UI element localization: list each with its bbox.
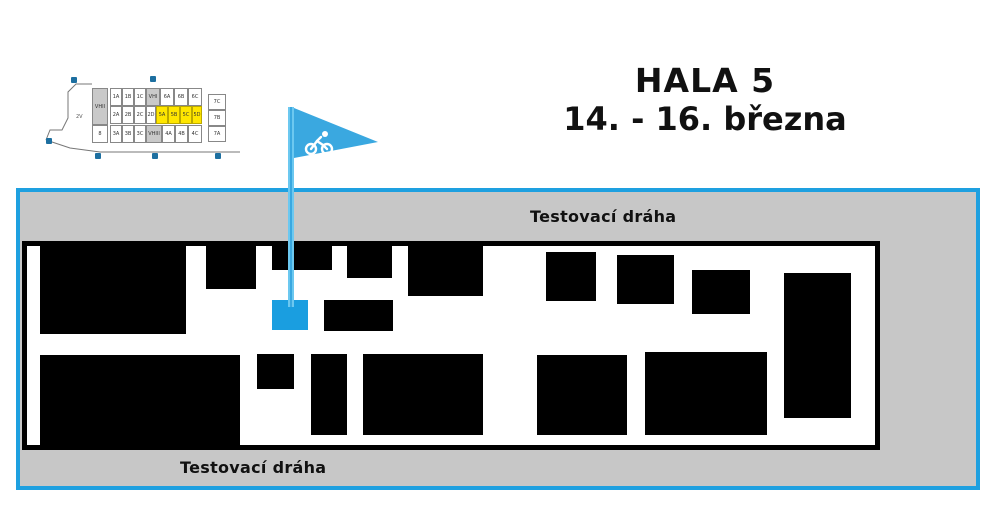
mini-map-cell: VHI	[146, 88, 160, 106]
mini-map-cell: 7A	[208, 126, 226, 142]
mini-map-cell: 4B	[175, 125, 188, 143]
mini-map-cell: 3A	[110, 125, 122, 143]
test-track-label-bottom: Testovací dráha	[180, 458, 327, 477]
entrance-icon	[46, 138, 52, 144]
mini-map-cell: 2B	[122, 106, 134, 124]
booth[interactable]	[40, 246, 186, 334]
mini-map-cell-highlight: 5C	[180, 106, 192, 124]
booth[interactable]	[617, 255, 674, 304]
booth[interactable]	[347, 246, 392, 278]
booth[interactable]	[363, 354, 483, 435]
booth[interactable]	[257, 354, 294, 389]
booth[interactable]	[324, 300, 393, 331]
mini-map-cell-highlight: 5A	[156, 106, 168, 124]
mini-map-cell: 3C	[134, 125, 146, 143]
entrance-icon	[215, 153, 221, 159]
entrance-icon	[95, 153, 101, 159]
mini-map-cell: 3B	[122, 125, 134, 143]
mini-map-cell: 6B	[174, 88, 188, 106]
booth[interactable]	[272, 246, 332, 270]
mini-map-cell: 7B	[208, 110, 226, 126]
mini-map-cell-highlight: 5B	[168, 106, 180, 124]
booth[interactable]	[784, 273, 851, 418]
mini-map-cell: 6A	[160, 88, 174, 106]
mini-map-cell: 1C	[134, 88, 146, 106]
hall-title: HALA 5 14. - 16. března	[560, 61, 850, 139]
mini-map-cell: 1A	[110, 88, 122, 106]
booth[interactable]	[206, 246, 256, 289]
booth[interactable]	[546, 252, 596, 301]
mini-map-outline	[45, 83, 240, 153]
entrance-icon	[150, 76, 156, 82]
mini-map-cell: 8	[92, 125, 108, 143]
mini-map-cell: 4A	[162, 125, 175, 143]
mini-map-cell: 4C	[188, 125, 202, 143]
cyclist-head-icon	[322, 131, 328, 137]
mini-map-entrance-label: 2V	[76, 114, 83, 120]
mini-map: 2V VHII 1A 1B 1C VHI 6A 6B 6C 2A 2B 2C 2…	[40, 70, 240, 165]
booth[interactable]	[692, 270, 750, 314]
flag-pole-core	[290, 107, 292, 307]
location-flag	[294, 108, 378, 158]
mini-map-cell: 7C	[208, 94, 226, 110]
booth[interactable]	[537, 355, 627, 435]
event-dates: 14. - 16. března	[563, 99, 847, 138]
entrance-icon	[71, 77, 77, 83]
mini-map-cell: VHIII	[146, 125, 162, 143]
hall-name: HALA 5	[634, 61, 776, 100]
mini-map-cell: 6C	[188, 88, 202, 106]
mini-map-cell: 1B	[122, 88, 134, 106]
booth[interactable]	[311, 354, 347, 435]
mini-map-cell-highlight: 5D	[192, 106, 202, 124]
entrance-icon	[152, 153, 158, 159]
mini-map-cell: 2C	[134, 106, 146, 124]
booth[interactable]	[40, 355, 240, 445]
test-track-label-top: Testovací dráha	[530, 207, 677, 226]
mini-map-cell: 2A	[110, 106, 122, 124]
mini-map-cell: 2D	[146, 106, 156, 124]
mini-map-side-block: VHII	[92, 88, 108, 125]
booth[interactable]	[645, 352, 767, 435]
booth[interactable]	[408, 246, 483, 296]
bicycle-icon	[304, 135, 334, 156]
